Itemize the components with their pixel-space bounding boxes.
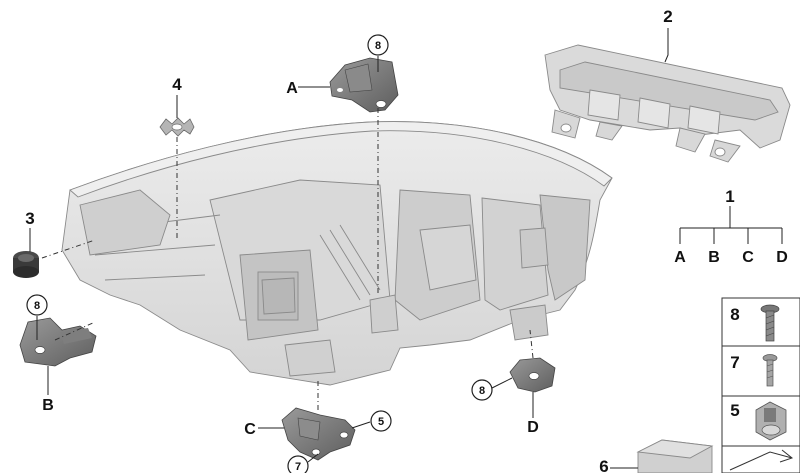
callout-6: 6 xyxy=(599,457,608,473)
clip-nut-icon xyxy=(755,401,787,441)
legend-row-7: 7 xyxy=(730,353,778,387)
letter-b: B xyxy=(42,397,54,414)
long-screw-icon xyxy=(760,304,780,342)
part-3-grommet xyxy=(13,251,39,278)
callout-4: 4 xyxy=(172,75,182,94)
fastener-legend: 8 7 5 xyxy=(721,297,800,473)
legend-row-5: 5 xyxy=(730,401,787,441)
part-2-support-bracket xyxy=(544,44,791,163)
legend-row-partial xyxy=(729,449,794,471)
leader-lines xyxy=(29,28,669,469)
assembly-tree xyxy=(679,206,783,244)
circled-8-left: 8 xyxy=(26,294,48,316)
circled-8-right: 8 xyxy=(471,379,493,401)
tree-d: D xyxy=(776,249,788,266)
svg-text:7: 7 xyxy=(730,353,739,372)
legend-row-8: 8 xyxy=(730,304,780,342)
short-screw-icon xyxy=(762,354,778,387)
circled-7-bottom: 7 xyxy=(287,455,309,473)
callout-1: 1 xyxy=(725,187,734,206)
headlight-housing xyxy=(61,121,613,386)
letter-d: D xyxy=(527,419,539,436)
bracket-b xyxy=(19,317,97,367)
tree-b: B xyxy=(708,249,720,266)
circled-8-top: 8 xyxy=(367,34,389,56)
part-6-control-unit xyxy=(636,439,714,473)
svg-text:5: 5 xyxy=(378,416,384,428)
svg-text:8: 8 xyxy=(375,40,381,52)
svg-text:5: 5 xyxy=(730,401,739,420)
letter-a: A xyxy=(286,80,298,97)
svg-text:7: 7 xyxy=(295,461,301,473)
tree-a: A xyxy=(674,249,686,266)
callout-2: 2 xyxy=(663,7,672,26)
part-4-clip-nut xyxy=(159,117,195,137)
callouts: 2 4 3 1 6 A B C D A B C D xyxy=(25,7,788,473)
bracket-d xyxy=(509,357,556,393)
svg-text:8: 8 xyxy=(730,305,739,324)
svg-text:8: 8 xyxy=(34,300,40,312)
callout-3: 3 xyxy=(25,209,34,228)
bracket-a xyxy=(329,57,399,113)
circled-callouts: 8 8 8 5 7 xyxy=(26,34,493,473)
letter-c: C xyxy=(244,421,256,438)
bracket-c xyxy=(281,407,356,461)
tree-c: C xyxy=(742,249,754,266)
assembly-lines xyxy=(41,108,534,410)
circled-5-bottom: 5 xyxy=(370,410,392,432)
svg-text:8: 8 xyxy=(479,385,485,397)
